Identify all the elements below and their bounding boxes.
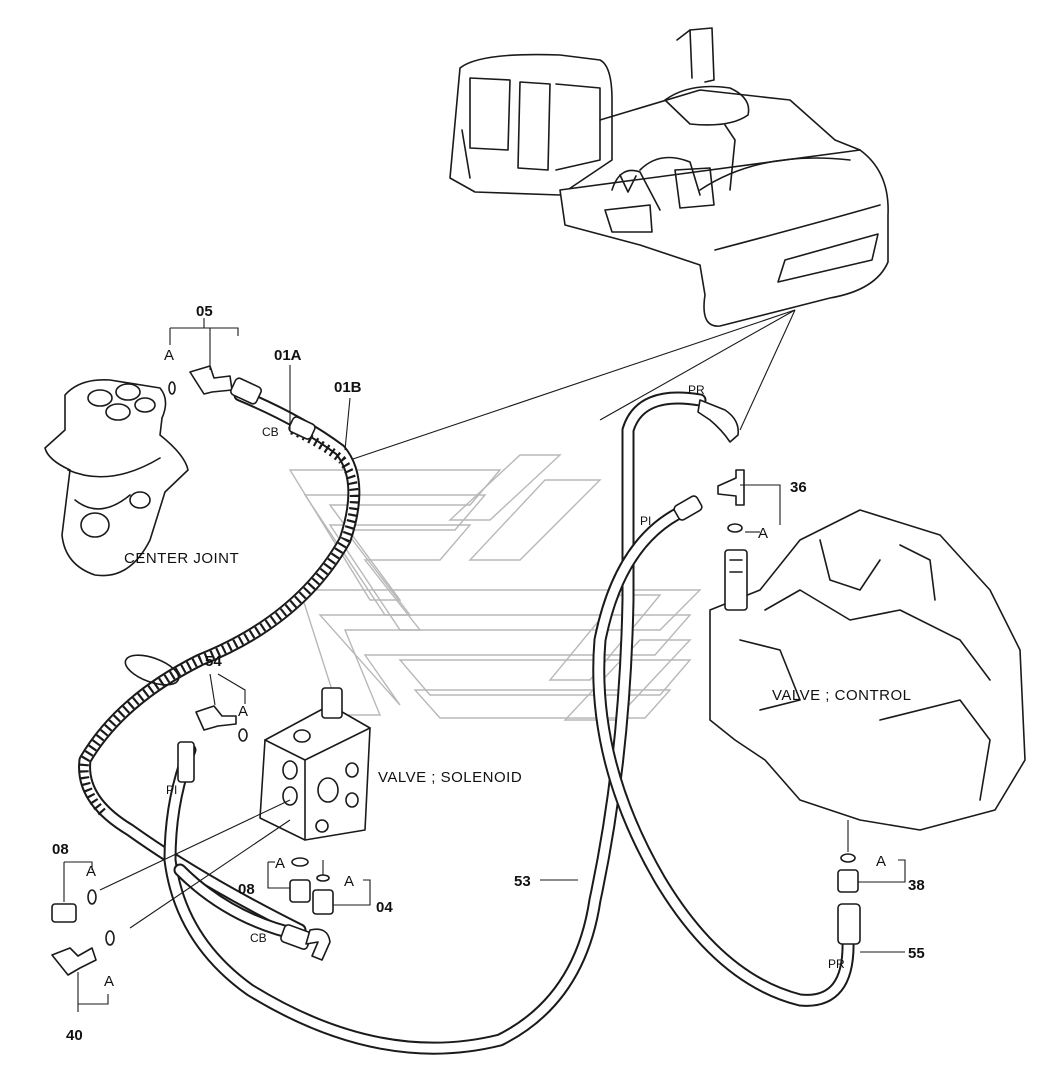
callout-a-04: A (344, 873, 355, 890)
solenoid-valve-label: VALVE ; SOLENOID (378, 769, 522, 786)
leader-lines (63, 318, 906, 1012)
callout-a-05: A (164, 347, 175, 364)
callout-a-marks: A A A A A A A A (86, 347, 887, 990)
tag-pi-left: PI (166, 783, 177, 797)
part-53: 53 (514, 873, 531, 890)
hose-55 (592, 503, 855, 1007)
part-01a: 01A (274, 347, 302, 364)
part-36: 36 (790, 479, 807, 496)
component-labels: CENTER JOINT VALVE ; SOLENOID VALVE ; CO… (124, 550, 911, 786)
control-valve (709, 509, 1026, 831)
part-54: 54 (205, 653, 222, 670)
callout-a-08-mid: A (275, 855, 286, 872)
tag-pr-bottom: PR (828, 957, 845, 971)
callout-a-08-top: A (86, 863, 97, 880)
tag-pi-right: PI (640, 514, 651, 528)
callout-a-40: A (104, 973, 115, 990)
part-05: 05 (196, 303, 213, 320)
solenoid-valve (259, 687, 371, 841)
tag-cb-01a: CB (262, 425, 279, 439)
callout-a-54: A (238, 703, 249, 720)
port-tags: CB CB PR PI PI PR (166, 383, 845, 971)
part-38: 38 (908, 877, 925, 894)
part-04: 04 (376, 899, 393, 916)
callout-a-36: A (758, 525, 769, 542)
fittings (51, 365, 861, 976)
tag-cb-lower: CB (250, 931, 267, 945)
control-valve-label: VALVE ; CONTROL (772, 687, 911, 704)
center-joint-label: CENTER JOINT (124, 550, 239, 567)
excavator-machine (449, 27, 889, 327)
part-08-top: 08 (52, 841, 69, 858)
part-40: 40 (66, 1027, 83, 1044)
part-01b: 01B (334, 379, 362, 396)
machine-leaders (349, 309, 796, 461)
center-joint (44, 378, 189, 577)
callout-a-38: A (876, 853, 887, 870)
part-08-mid: 08 (238, 881, 255, 898)
part-number-labels: 05 01A 01B 36 54 08 08 04 53 38 55 40 (52, 303, 925, 1044)
tag-pr-top: PR (688, 383, 705, 397)
hose-53 (163, 391, 707, 1055)
part-55: 55 (908, 945, 925, 962)
hose-01b (78, 388, 361, 937)
